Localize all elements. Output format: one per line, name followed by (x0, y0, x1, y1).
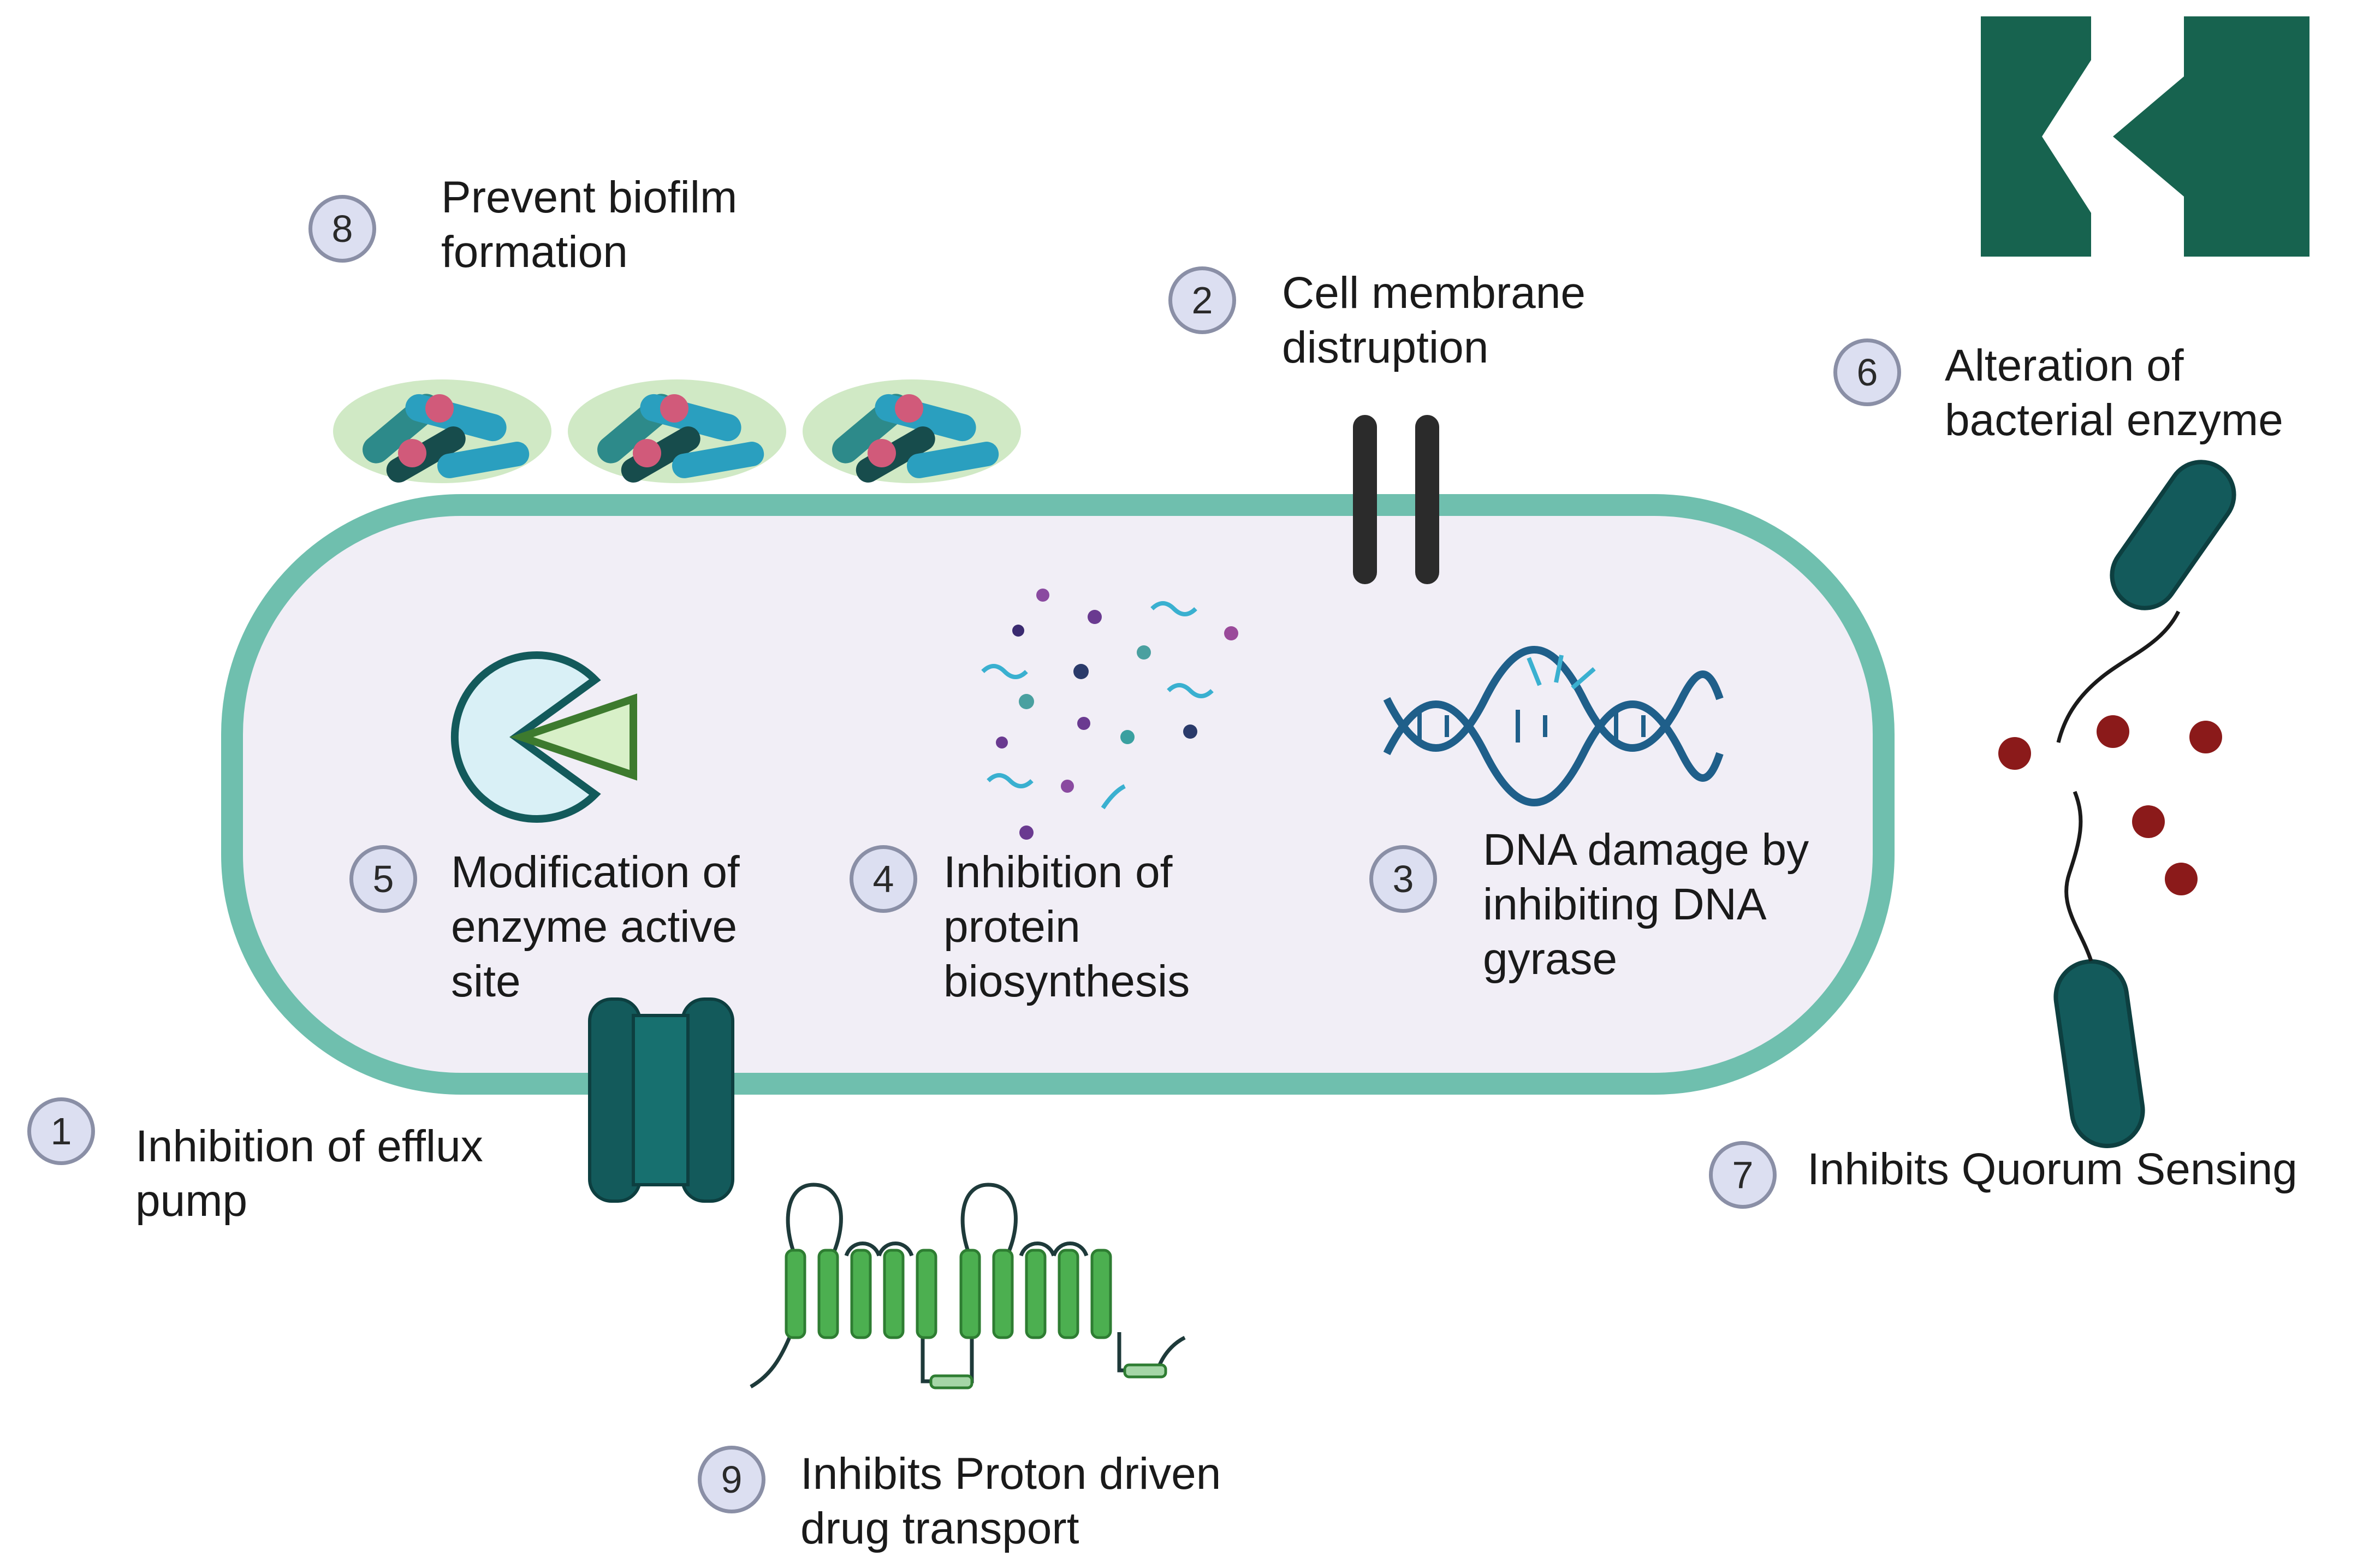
label-biofilm: Prevent biofilm formation (441, 170, 737, 280)
label-line: pump (135, 1176, 248, 1226)
bacterium-icon (2056, 460, 2236, 743)
proton-transporter-icon (750, 1183, 1186, 1389)
step-badge-7: 7 (1709, 1141, 1777, 1209)
efflux-pump-icon (588, 997, 734, 1203)
step-badge-3: 3 (1369, 845, 1437, 913)
label-proton-transport: Inhibits Proton driven drug transport (800, 1447, 1221, 1556)
biofilm-cluster-icon (568, 379, 786, 483)
label-line: gyrase (1483, 934, 1618, 984)
label-line: Modification of (451, 847, 740, 897)
label-line: bacterial enzyme (1945, 395, 2283, 445)
label-line: Inhibition of efflux (135, 1121, 483, 1171)
bacterial-cell (221, 494, 1895, 1095)
label-bacterial-enzyme: Alteration of bacterial enzyme (1945, 338, 2283, 448)
label-line: Inhibition of (943, 847, 1173, 897)
label-line: site (451, 957, 521, 1006)
biofilm-cluster-icon (333, 379, 551, 483)
label-line: Alteration of (1945, 341, 2184, 390)
bacterium-icon (2053, 791, 2145, 1148)
label-line: enzyme active (451, 902, 738, 952)
label-membrane-disruption: Cell membrane distruption (1282, 266, 1586, 375)
label-dna-gyrase: DNA damage by inhibiting DNA gyrase (1483, 823, 1809, 987)
label-quorum-sensing: Inhibits Quorum Sensing (1807, 1142, 2297, 1197)
label-line: Inhibits Quorum Sensing (1807, 1144, 2297, 1194)
ribosome-particles-icon (981, 589, 1238, 840)
label-line: inhibiting DNA (1483, 880, 1767, 929)
enzyme-pacman-icon (450, 651, 637, 823)
label-line: Inhibits Proton driven (800, 1449, 1221, 1499)
label-line: biosynthesis (943, 957, 1190, 1006)
dna-helix-icon (1383, 646, 1724, 806)
label-efflux-pump: Inhibition of efflux pump (135, 1119, 483, 1228)
step-badge-9: 9 (698, 1446, 765, 1513)
label-line: formation (441, 227, 628, 277)
label-line: drug transport (800, 1504, 1079, 1553)
label-protein-biosynthesis: Inhibition of protein biosynthesis (943, 845, 1190, 1009)
membrane-pore-icon (1353, 415, 1439, 584)
logo-mark-icon (1981, 16, 2309, 257)
step-badge-2: 2 (1168, 266, 1236, 334)
step-badge-6: 6 (1833, 338, 1901, 406)
step-badge-1: 1 (27, 1097, 95, 1165)
signal-molecule-icon (1998, 715, 2222, 895)
label-line: DNA damage by (1483, 825, 1809, 875)
label-line: distruption (1282, 323, 1489, 372)
label-line: Prevent biofilm (441, 173, 738, 222)
label-enzyme-active-site: Modification of enzyme active site (451, 845, 740, 1009)
biofilm-cluster-icon (803, 379, 1021, 483)
label-line: protein (943, 902, 1080, 952)
step-badge-8: 8 (308, 195, 376, 263)
step-badge-4: 4 (850, 845, 917, 913)
label-line: Cell membrane (1282, 268, 1586, 318)
step-badge-5: 5 (349, 845, 417, 913)
